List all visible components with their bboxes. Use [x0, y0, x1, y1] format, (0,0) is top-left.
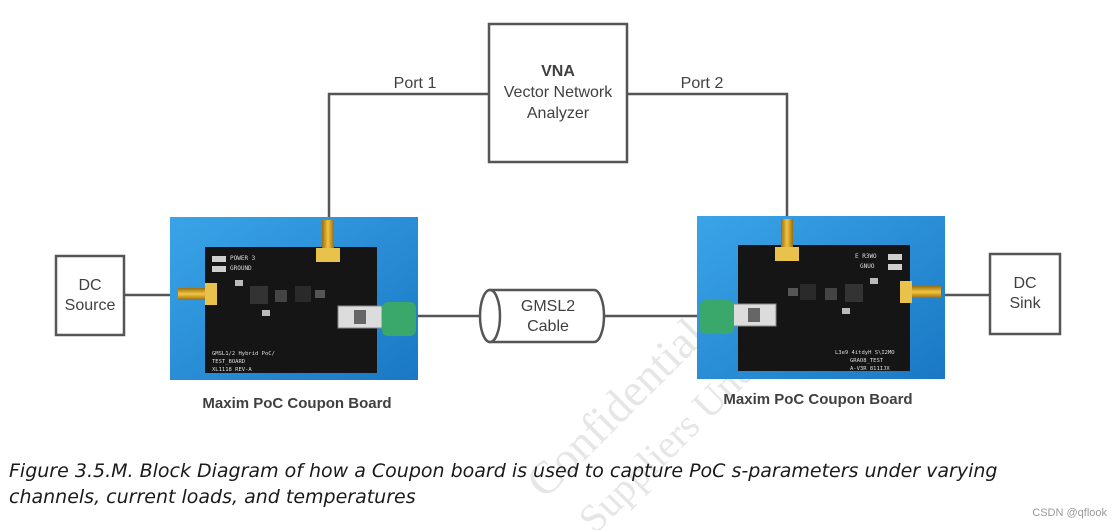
credit-text: CSDN @qflook [1032, 507, 1107, 519]
left-board-caption: Maxim PoC Coupon Board [202, 395, 391, 412]
vna-title: VNA [541, 63, 575, 80]
cable-line1: GMSL2 [521, 298, 575, 315]
gmsl2-cable: GMSL2 Cable [478, 288, 606, 344]
right-board-silk-top2: GNUO [860, 263, 875, 270]
vna-line1: Vector Network [504, 84, 613, 101]
right-board-silk-bottom1: L3e9 4itdyH S\I2MO [835, 350, 895, 356]
vna-line2: Analyzer [527, 105, 590, 122]
left-board-silk-bottom1: GMSL1/2 Hybrid PoC/ [212, 351, 275, 357]
right-coupon-board-photo: E R3WO GNUO L3e9 4itdyH S\I2MO GRAO8_TES… [697, 216, 945, 379]
left-coupon-board-photo: POWER 3 GROUND GMSL1/2 Hybrid PoC/ TEST_… [170, 217, 418, 380]
right-board-silk-top1: E R3WO [855, 253, 877, 260]
figure-caption: Figure 3.5.M. Block Diagram of how a Cou… [9, 460, 998, 508]
port2-line [627, 92, 789, 228]
dc-sink-line1: DC [1013, 275, 1036, 292]
dc-source-line2: Source [65, 297, 116, 314]
left-board-silk-bottom2: TEST_BOARD [212, 359, 245, 365]
right-board-silk-bottom3: A-V3R 811IJX [850, 366, 890, 372]
right-board-caption: Maxim PoC Coupon Board [723, 391, 912, 408]
dc-sink-line2: Sink [1009, 295, 1041, 312]
dc-sink-box: DC Sink [988, 252, 1062, 336]
vna-box: VNA Vector Network Analyzer [487, 22, 629, 164]
left-board-silk-top1: POWER 3 [230, 255, 256, 262]
dc-source-box: DC Source [54, 254, 126, 337]
left-board-silk-bottom3: XL1118 REV-A [212, 367, 252, 373]
port1-label: Port 1 [394, 75, 437, 92]
cable-line2: Cable [527, 318, 569, 335]
left-board-silk-top2: GROUND [230, 265, 252, 272]
dc-source-line1: DC [78, 277, 101, 294]
port2-label: Port 2 [681, 75, 724, 92]
port1-line [327, 92, 489, 228]
right-board-silk-bottom2: GRAO8_TEST [850, 358, 884, 364]
connection-lines [124, 92, 990, 318]
